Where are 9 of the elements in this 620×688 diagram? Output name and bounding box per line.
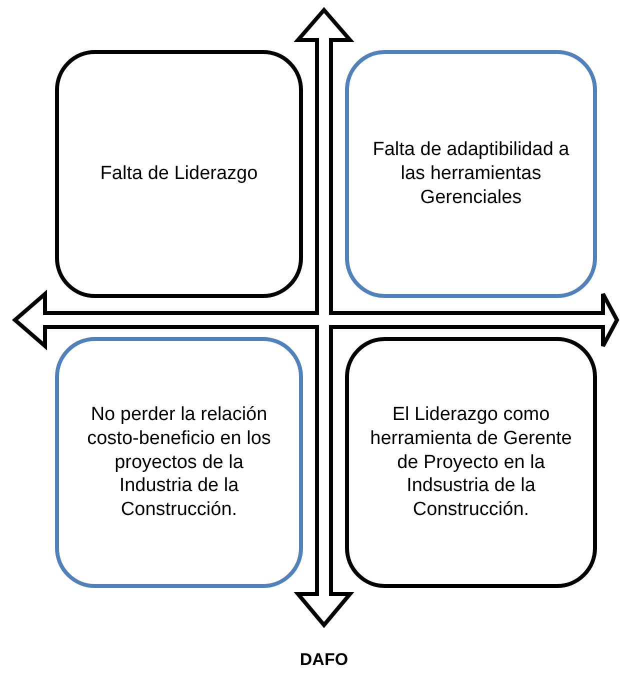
box-text: Falta de adaptibilidad a las herramientas Gerenciales (372, 138, 570, 210)
rounded-box (55, 50, 303, 298)
caption: DAFO (298, 650, 350, 670)
rounded-box (345, 50, 597, 298)
box-text: Falta de Liderazgo (100, 162, 258, 186)
box-text: El Liderazgo como herramienta de Gerente de Proyecto en la Indsustria de la Construcción. (369, 403, 573, 522)
rounded-box (55, 337, 303, 588)
box-text: No perder la relación costo-beneficio en los proyectos de la Industria de la Construcción. (86, 403, 272, 522)
rounded-box (345, 337, 597, 588)
